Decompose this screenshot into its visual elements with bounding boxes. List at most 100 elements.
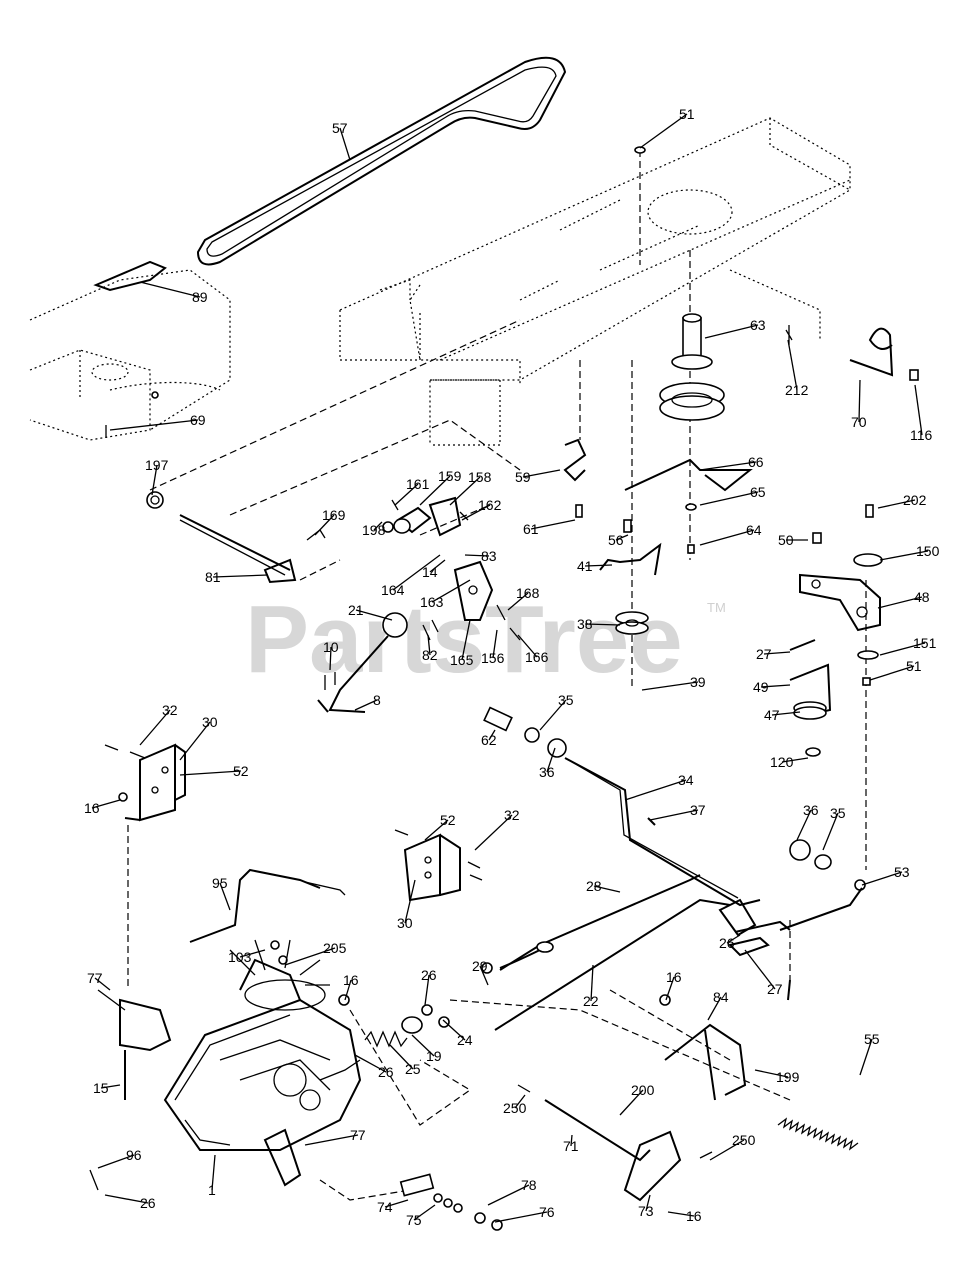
callout-label: 65: [750, 484, 766, 500]
callout-leader: [464, 554, 490, 557]
callout-leader: [474, 814, 513, 851]
callout-leader: [615, 534, 629, 541]
callout-164: 164: [381, 554, 441, 598]
callout-label: 16: [666, 969, 682, 985]
callout-leader: [781, 757, 809, 763]
callout-label: 8: [373, 692, 381, 708]
callout-35: 35: [822, 805, 846, 851]
callout-leader: [344, 979, 352, 1001]
callout-50: 50: [778, 532, 808, 548]
callout-label: 64: [746, 522, 762, 538]
bypass-rod-end: [304, 881, 346, 896]
callout-label: 35: [830, 805, 846, 821]
callout-leader: [100, 1084, 121, 1089]
callout-label: 66: [748, 454, 764, 470]
chassis-frame: [339, 117, 851, 446]
callout-leader: [517, 634, 538, 658]
brake-bolt: [517, 1084, 713, 1159]
callout-label: 71: [563, 1138, 579, 1154]
callout-label: 29: [472, 958, 488, 974]
callout-leader: [479, 965, 489, 986]
callout-95: 95: [212, 875, 231, 911]
callout-8: 8: [354, 692, 381, 711]
callout-label: 50: [778, 532, 794, 548]
callout-71: 71: [563, 1134, 579, 1154]
callout-label: 32: [504, 807, 520, 823]
callout-leader: [94, 977, 111, 991]
callout-label: 96: [126, 1147, 142, 1163]
callout-leader: [431, 579, 471, 603]
rear-frame: [29, 269, 231, 441]
callout-89: 89: [139, 281, 208, 305]
callout-label: 51: [906, 658, 922, 674]
callout-30: 30: [397, 879, 416, 931]
callout-15: 15: [93, 1080, 121, 1096]
watermark: PartsTree: [245, 586, 683, 693]
callout-leader: [492, 629, 498, 659]
callout-label: 22: [583, 993, 599, 1009]
callout-leader: [546, 747, 556, 773]
callout-label: 81: [205, 569, 221, 585]
axle-hardware: [89, 1169, 503, 1231]
spindle-pulley: [659, 313, 725, 421]
transaxle: [97, 939, 362, 1187]
callout-leader: [709, 1139, 745, 1161]
callout-label: 35: [558, 692, 574, 708]
callout-162: 162: [461, 497, 502, 521]
callout-151: 151: [879, 635, 937, 656]
callout-47: 47: [764, 707, 801, 723]
callout-76: 76: [494, 1204, 555, 1223]
callout-57: 57: [332, 120, 351, 161]
callout-leader: [373, 521, 383, 531]
callout-1: 1: [208, 1154, 216, 1198]
callout-label: 83: [481, 548, 497, 564]
mount-bracket-upper: [104, 743, 186, 822]
callout-78: 78: [487, 1177, 537, 1206]
callout-59: 59: [515, 469, 561, 485]
callout-21: 21: [348, 602, 393, 621]
callout-169: 169: [314, 507, 346, 536]
callout-41: 41: [577, 558, 613, 574]
callout-leader: [314, 514, 335, 536]
callout-leader: [389, 1044, 414, 1070]
callout-leader: [787, 339, 798, 391]
callout-label: 197: [145, 457, 169, 473]
callout-156: 156: [481, 629, 505, 666]
callout-label: 164: [381, 582, 405, 598]
callout-159: 159: [419, 468, 462, 506]
callout-leader: [645, 1194, 651, 1212]
callout-leader: [461, 504, 491, 521]
callout-label: 200: [631, 1082, 655, 1098]
callout-label: 26: [378, 1064, 394, 1080]
callout-leader: [354, 699, 378, 711]
callout-14: 14: [422, 559, 446, 580]
callout-label: 30: [202, 714, 218, 730]
callout-77: 77: [87, 970, 111, 991]
callout-64: 64: [699, 522, 762, 546]
callout-199: 199: [754, 1069, 800, 1085]
callout-label: 27: [756, 646, 772, 662]
callout-label: 150: [916, 543, 940, 559]
callout-leader: [449, 476, 481, 506]
callout-leader: [179, 770, 242, 776]
callout-leader: [869, 665, 915, 681]
callout-leader: [109, 419, 199, 431]
callout-62: 62: [481, 729, 497, 748]
callout-65: 65: [699, 484, 766, 506]
callout-212: 212: [785, 339, 809, 398]
callout-69: 69: [109, 412, 206, 431]
callout-161: 161: [394, 476, 430, 506]
belt-guide: [563, 438, 587, 482]
callout-leader: [699, 461, 757, 471]
callout-52: 52: [179, 763, 249, 779]
callout-10: 10: [323, 639, 339, 671]
callout-96: 96: [97, 1147, 142, 1169]
callout-label: 77: [350, 1127, 366, 1143]
callout-label: 1: [208, 1182, 216, 1198]
callout-32: 32: [139, 702, 178, 746]
callout-83: 83: [464, 548, 497, 564]
callout-200: 200: [619, 1082, 655, 1116]
clutch-arm: [789, 573, 881, 720]
callout-16: 16: [343, 972, 359, 1001]
callout-leader: [584, 623, 621, 626]
